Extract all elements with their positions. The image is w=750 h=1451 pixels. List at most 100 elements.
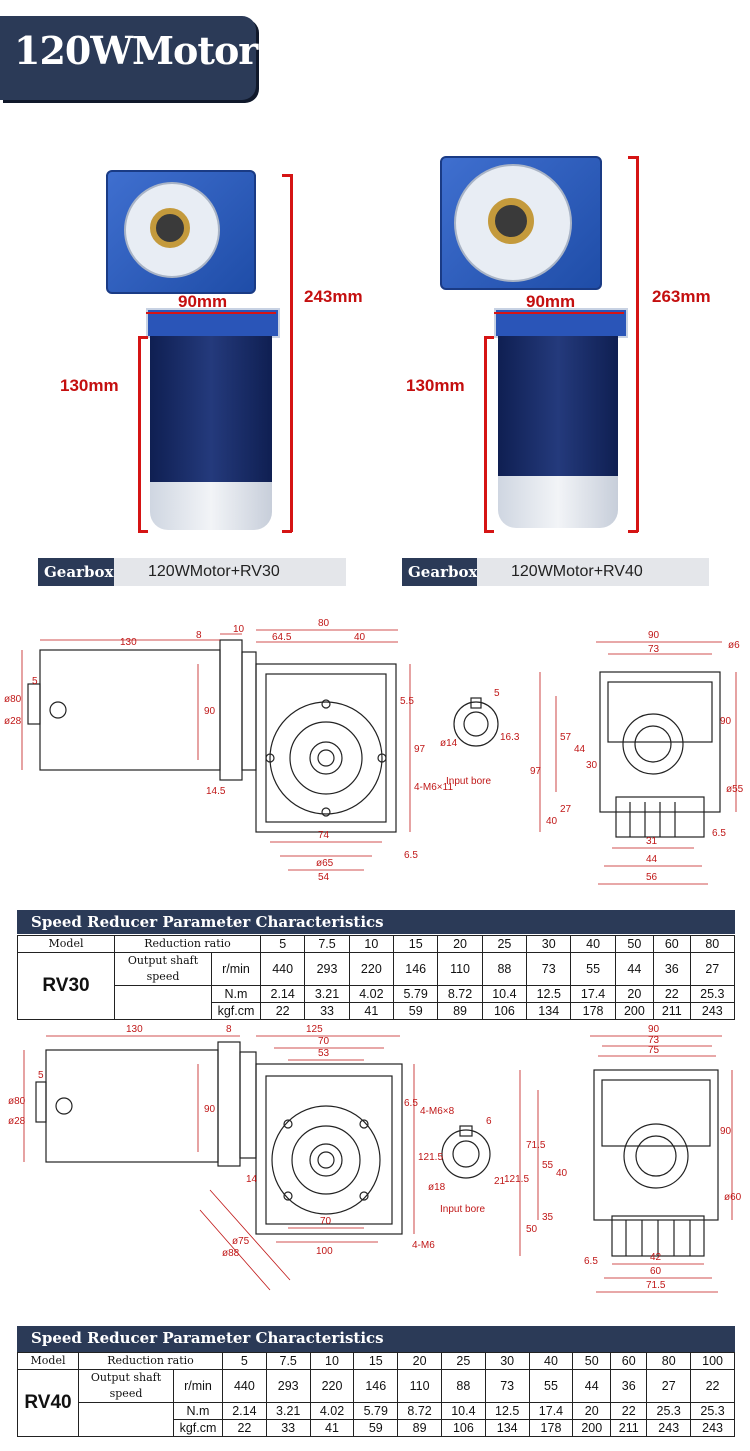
dim-bar-body bbox=[484, 336, 487, 532]
dim-text: 75 bbox=[648, 1045, 660, 1056]
ratio-cell: 20 bbox=[397, 1352, 442, 1370]
dim-text: 130 bbox=[120, 637, 137, 648]
ratio-cell: 80 bbox=[689, 935, 736, 953]
value-cell: 33 bbox=[265, 1419, 311, 1437]
side-view-outline bbox=[593, 1069, 719, 1221]
dim-text: 10 bbox=[233, 624, 245, 635]
unit-cell: kgf.cm bbox=[211, 1002, 261, 1020]
dim-text: 90 bbox=[720, 1126, 732, 1137]
ratio-cell: 5 bbox=[259, 935, 306, 953]
title-badge bbox=[0, 16, 256, 100]
value-cell: 59 bbox=[393, 1002, 439, 1020]
value-cell: 25.3 bbox=[690, 1402, 735, 1420]
page-title: 120WMotor bbox=[14, 28, 258, 73]
unit-cell: kgf.cm bbox=[173, 1419, 223, 1437]
value-cell: 36 bbox=[652, 952, 691, 986]
dim-text: 6.5 bbox=[404, 1098, 418, 1109]
dim-bar-body-top bbox=[484, 336, 494, 339]
ratio-cell: 40 bbox=[528, 1352, 574, 1370]
dim-text: 40 bbox=[546, 816, 558, 827]
table-row: N.m 2.14 3.21 4.02 5.79 8.72 10.4 12.5 1… bbox=[18, 1402, 735, 1437]
dim-text: 40 bbox=[354, 632, 366, 643]
motor-outline bbox=[39, 649, 221, 771]
value-cell: 89 bbox=[397, 1419, 442, 1437]
gearbox-tag-value: 120WMotor+RV40 bbox=[477, 558, 709, 586]
width-label-rv40: 90mm bbox=[526, 292, 576, 311]
dim-text: 130 bbox=[126, 1024, 143, 1035]
value-cell: 10.4 bbox=[481, 985, 528, 1003]
unit-cell: r/min bbox=[173, 1369, 223, 1403]
dim-text: ø6 bbox=[728, 640, 740, 651]
model-header: Model bbox=[17, 935, 115, 953]
value-cell: 4.02 bbox=[309, 1402, 355, 1420]
motor-body bbox=[498, 336, 618, 476]
unit-cell: r/min bbox=[211, 952, 261, 986]
dim-text: ø60 bbox=[724, 1192, 742, 1203]
value-cell: 73 bbox=[484, 1369, 530, 1403]
motor-photo-rv30 bbox=[100, 160, 330, 540]
dim-text: Input bore bbox=[440, 1204, 485, 1215]
dim-text: 31 bbox=[646, 836, 658, 847]
height-label-rv40: 263mm bbox=[652, 287, 711, 306]
dim-text: 71.5 bbox=[646, 1280, 666, 1291]
value-cell: 88 bbox=[481, 952, 528, 986]
value-cell: 44 bbox=[614, 952, 654, 986]
speed-label: Output shaft speed bbox=[114, 952, 212, 986]
dim-text: 54 bbox=[318, 872, 330, 883]
parameter-table-rv30: Model Reduction ratio 5 7.5 10 15 20 25 … bbox=[17, 935, 736, 1020]
dim-text: 73 bbox=[648, 644, 660, 655]
dim-text: 6.5 bbox=[712, 828, 726, 839]
dim-text: 16.3 bbox=[500, 732, 520, 743]
dim-text: 30 bbox=[586, 760, 598, 771]
value-cell: 20 bbox=[614, 985, 654, 1003]
dim-text: 57 bbox=[560, 732, 572, 743]
blank-cell bbox=[114, 985, 212, 1020]
dim-text: 70 bbox=[320, 1216, 332, 1227]
dim-text: 50 bbox=[526, 1224, 538, 1235]
dim-text: ø28 bbox=[8, 1116, 26, 1127]
value-cell: 5.79 bbox=[393, 985, 439, 1003]
table-row: RV30 Output shaft speed r/min 440 293 22… bbox=[17, 952, 736, 1020]
dim-text: 40 bbox=[556, 1168, 568, 1179]
table-row: kgf.cm 22 33 41 59 89 106 134 178 200 21… bbox=[18, 1002, 736, 1020]
ratio-cell: 25 bbox=[440, 1352, 486, 1370]
value-cell: 27 bbox=[689, 952, 736, 986]
dim-text: 71.5 bbox=[526, 1140, 546, 1151]
model-header: Model bbox=[17, 1352, 79, 1370]
ratio-cell: 100 bbox=[690, 1352, 735, 1370]
value-cell: 134 bbox=[484, 1419, 530, 1437]
value-cell: 106 bbox=[481, 1002, 528, 1020]
dim-text: 100 bbox=[316, 1246, 333, 1257]
value-cell: 73 bbox=[526, 952, 572, 986]
motor-photo-rv40 bbox=[440, 150, 670, 540]
height-label-rv30: 243mm bbox=[304, 287, 363, 306]
value-cell: 88 bbox=[440, 1369, 486, 1403]
dim-text: 14 bbox=[246, 1174, 258, 1185]
dim-text: 90 bbox=[720, 716, 732, 727]
dim-bar-height bbox=[636, 156, 639, 532]
value-cell: 200 bbox=[614, 1002, 654, 1020]
dim-text: ø28 bbox=[4, 716, 22, 727]
ratio-cell: 15 bbox=[393, 935, 439, 953]
drawing-rv40: 130 8 125 70 53 4-M6×8 6.5 121.5 90 14 7… bbox=[8, 1024, 742, 1293]
dim-bar-width bbox=[146, 312, 276, 314]
value-cell: 243 bbox=[689, 1002, 736, 1020]
dim-text: 90 bbox=[648, 1024, 660, 1035]
output-bore bbox=[150, 208, 190, 248]
unit-cell: N.m bbox=[211, 985, 261, 1003]
value-cell: 110 bbox=[397, 1369, 442, 1403]
value-cell: 12.5 bbox=[526, 985, 572, 1003]
table-row: kgf.cm 22 33 41 59 89 106 134 178 200 21… bbox=[18, 1419, 735, 1437]
dim-text: 21 bbox=[494, 1176, 506, 1187]
width-label-rv30: 90mm bbox=[178, 292, 228, 311]
dim-text: 53 bbox=[318, 1048, 330, 1059]
dim-bar-body bbox=[138, 336, 141, 532]
ratio-cell: 10 bbox=[309, 1352, 355, 1370]
value-cell: 41 bbox=[348, 1002, 395, 1020]
dim-text: 4-M6 bbox=[412, 1240, 435, 1251]
value-cell: 17.4 bbox=[528, 1402, 574, 1420]
ratio-cell: 25 bbox=[481, 935, 528, 953]
ratio-header: Reduction ratio bbox=[114, 935, 261, 953]
value-cell: 211 bbox=[610, 1419, 648, 1437]
value-cell: 2.14 bbox=[259, 985, 306, 1003]
